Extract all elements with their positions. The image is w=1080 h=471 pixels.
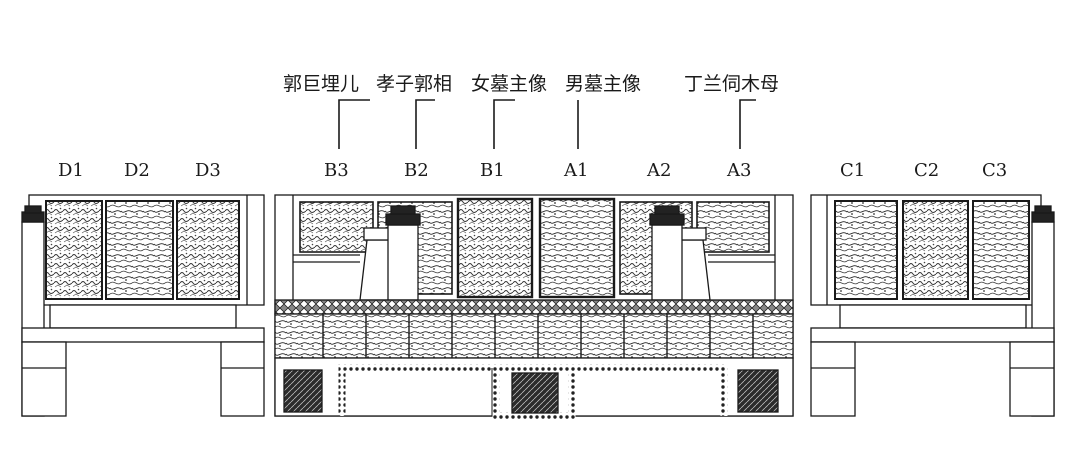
relief-panel-d2 <box>105 200 174 300</box>
pillar-left <box>359 205 421 301</box>
code-d3: D3 <box>195 160 221 181</box>
middle-wall-ab <box>274 194 794 420</box>
code-c1: C1 <box>840 160 865 181</box>
label-b3-guoju: 郭巨埋儿 <box>283 73 359 95</box>
label-a1-male-occupant: 男墓主像 <box>565 73 641 95</box>
code-b3: B3 <box>324 160 349 181</box>
guardian-panel-left <box>283 369 323 413</box>
label-b1-female-occupant: 女墓主像 <box>471 73 547 95</box>
code-c3: C3 <box>982 160 1007 181</box>
relief-panel-c1 <box>834 200 898 300</box>
label-a3-dinglan: 丁兰伺木母 <box>684 73 779 95</box>
leader-line-b2 <box>415 99 435 149</box>
left-wall-d <box>21 194 265 417</box>
relief-panel-c3 <box>972 200 1030 300</box>
leader-line-b3 <box>338 99 370 149</box>
relief-panel-d3 <box>176 200 240 300</box>
code-b2: B2 <box>404 160 429 181</box>
panel-codes: D1 D2 D3 B3 B2 B1 A1 A2 A3 C1 C2 C3 <box>58 160 1007 181</box>
guardian-panel-center <box>511 372 559 414</box>
label-b2-guoxiang: 孝子郭相 <box>376 73 452 95</box>
leader-lines <box>338 99 756 149</box>
relief-panel-b1 <box>456 197 534 299</box>
code-c2: C2 <box>914 160 939 181</box>
code-a1: A1 <box>563 160 588 181</box>
leader-line-a3 <box>739 99 756 149</box>
top-annotations: 郭巨埋儿 孝子郭相 女墓主像 男墓主像 丁兰伺木母 <box>283 73 779 95</box>
relief-panel-b3 <box>299 201 374 253</box>
guardian-panel-right <box>737 369 779 413</box>
code-a3: A3 <box>726 160 751 181</box>
relief-panel-a1 <box>538 197 616 299</box>
code-a2: A2 <box>646 160 671 181</box>
relief-panel-c2 <box>902 200 969 300</box>
relief-panel-a3 <box>696 201 770 253</box>
relief-panel-d1 <box>45 200 103 300</box>
code-d2: D2 <box>124 160 150 181</box>
code-b1: B1 <box>480 160 505 181</box>
right-wall-c <box>810 194 1055 417</box>
pillar-right <box>649 205 711 301</box>
leader-line-b1 <box>493 99 515 149</box>
code-d1: D1 <box>58 160 84 181</box>
